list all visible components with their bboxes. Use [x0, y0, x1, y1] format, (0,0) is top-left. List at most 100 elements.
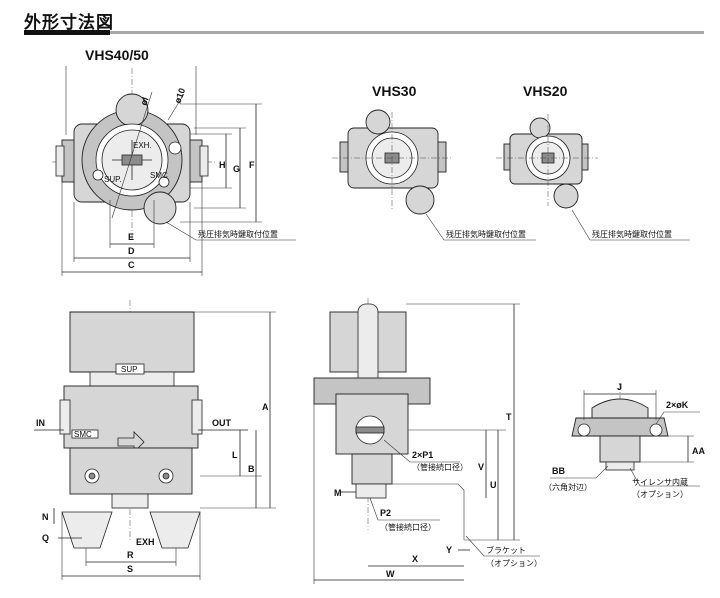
dim-q: Q — [42, 533, 49, 543]
silencer-leader — [629, 467, 700, 487]
dim-d: D — [128, 246, 135, 256]
vhs4050-key-note: 残圧排気時鍵取付位置 — [198, 229, 278, 239]
note-leader — [571, 209, 690, 241]
note-leader — [165, 221, 296, 241]
dim-w: W — [386, 569, 395, 579]
vhs30-lobe-top — [365, 109, 391, 135]
bracket-slot-right — [149, 511, 201, 549]
front-out-label: OUT — [212, 418, 232, 428]
front-smc-text: SMC — [74, 430, 92, 439]
dim-l: L — [232, 450, 238, 460]
dim-n: N — [42, 512, 49, 522]
side-lower-body — [351, 453, 393, 485]
dim-aa: AA — [692, 446, 705, 456]
key-hole — [168, 141, 182, 155]
mount-screw-right-core — [162, 472, 170, 480]
knob-text-sup: SUP. — [104, 175, 122, 184]
key-position-lobe — [143, 191, 177, 225]
exh-port — [111, 493, 149, 509]
bracket-hex — [605, 461, 635, 471]
side-port-bar — [355, 426, 385, 434]
knob-text-exh: EXH. — [133, 141, 152, 150]
front-exh-label: EXH — [136, 537, 155, 547]
p1-sub-label: （管接続口径） — [412, 462, 468, 472]
dim-phi-l: øl — [138, 96, 150, 107]
front-sup-label: SUP — [121, 365, 137, 374]
dim-b: B — [248, 464, 255, 474]
p1-leader — [383, 439, 460, 463]
bb-leader — [550, 465, 609, 479]
k-leader — [655, 411, 700, 425]
dim-phi-10: ø10 — [172, 87, 187, 105]
bracket-detail-view: J 2×øK AA BB （六角対辺） サイレンサ内蔵 （オプション） — [544, 382, 705, 499]
side-port-p2 — [355, 483, 387, 499]
dim-h: H — [219, 160, 226, 170]
bracket-sub-label: （オプション） — [486, 559, 542, 568]
mount-screw-left-core — [88, 472, 96, 480]
dim-t: T — [506, 412, 512, 422]
vhs4050-top-view: VHS40/50 EXH. SUP. SMC øl ø10 — [52, 47, 296, 276]
bracket-label: ブラケット — [486, 545, 526, 555]
title-rule-accent — [24, 30, 110, 35]
dim-m: M — [334, 488, 342, 498]
flow-arrow-icon — [117, 431, 145, 453]
sup-window — [115, 363, 145, 375]
vhs20-key-note: 残圧排気時鍵取付位置 — [592, 229, 672, 239]
vhs20-key-lobe — [553, 183, 579, 209]
vhs20-lobe-top — [529, 117, 551, 139]
front-in-label: IN — [36, 418, 45, 428]
dim-r: R — [127, 550, 134, 560]
bracket-neck — [599, 435, 641, 463]
vhs20-model-label: VHS20 — [523, 83, 568, 99]
dim-x: X — [412, 554, 418, 564]
dim-e: E — [128, 232, 134, 242]
mount-hole-left — [92, 169, 104, 181]
phi-10-leader — [167, 93, 185, 121]
p2-sub-label: （管接続口径） — [380, 522, 436, 532]
bracket-hole-right — [649, 423, 663, 437]
vhs20-top-view: VHS20 残圧排気時鍵取付位置 — [496, 83, 690, 241]
dim-j: J — [617, 382, 622, 392]
bracket-leader — [465, 535, 540, 557]
dim-g: G — [233, 164, 240, 174]
header: 外形寸法図 — [24, 4, 704, 35]
dim-s: S — [127, 564, 133, 574]
vhs30-key-lobe — [405, 185, 435, 215]
front-smc-plate — [71, 429, 99, 439]
phi-l-leader — [111, 91, 153, 219]
dim-y: Y — [446, 545, 452, 555]
bracket-outline — [392, 483, 465, 540]
dim-c: C — [128, 260, 135, 270]
p2-label: P2 — [380, 508, 391, 518]
vhs30-top-view: VHS30 残圧排気時鍵取付位置 — [332, 83, 536, 241]
dim-bb: BB — [552, 466, 565, 476]
dim-u: U — [490, 480, 497, 490]
front-out-port — [191, 399, 203, 435]
vhs30-key-note: 残圧排気時鍵取付位置 — [446, 229, 526, 239]
dim-k: 2×øK — [666, 400, 689, 410]
p2-leader — [369, 497, 440, 521]
note-leader — [425, 213, 536, 241]
dim-f: F — [249, 160, 255, 170]
dim-v: V — [478, 462, 484, 472]
bracket-hole-left — [577, 423, 591, 437]
side-view: T U V M X W Y 2×P1 （管接続口径） P2 （管接続口径） ブラ… — [313, 298, 542, 584]
bracket-dome — [591, 398, 649, 419]
knob-grip — [121, 154, 143, 166]
vhs30-model-label: VHS30 — [372, 83, 417, 99]
silencer-label: サイレンサ内蔵 — [632, 477, 688, 487]
dim-a: A — [262, 402, 269, 412]
bonnet — [69, 311, 195, 373]
front-in-port — [59, 399, 71, 435]
in-port-flange — [55, 145, 65, 177]
page-title: 外形寸法図 — [24, 13, 114, 32]
out-port-flange — [199, 145, 209, 177]
title-rule — [24, 31, 704, 34]
bracket-slot-left — [61, 511, 113, 549]
p1-label: 2×P1 — [412, 450, 433, 460]
bb-sub-label: （六角対辺） — [544, 482, 592, 492]
silencer-sub-label: （オプション） — [632, 490, 688, 499]
front-view: SUP SMC IN OUT A B L N — [34, 300, 276, 580]
vhs4050-model-label: VHS40/50 — [85, 47, 149, 63]
